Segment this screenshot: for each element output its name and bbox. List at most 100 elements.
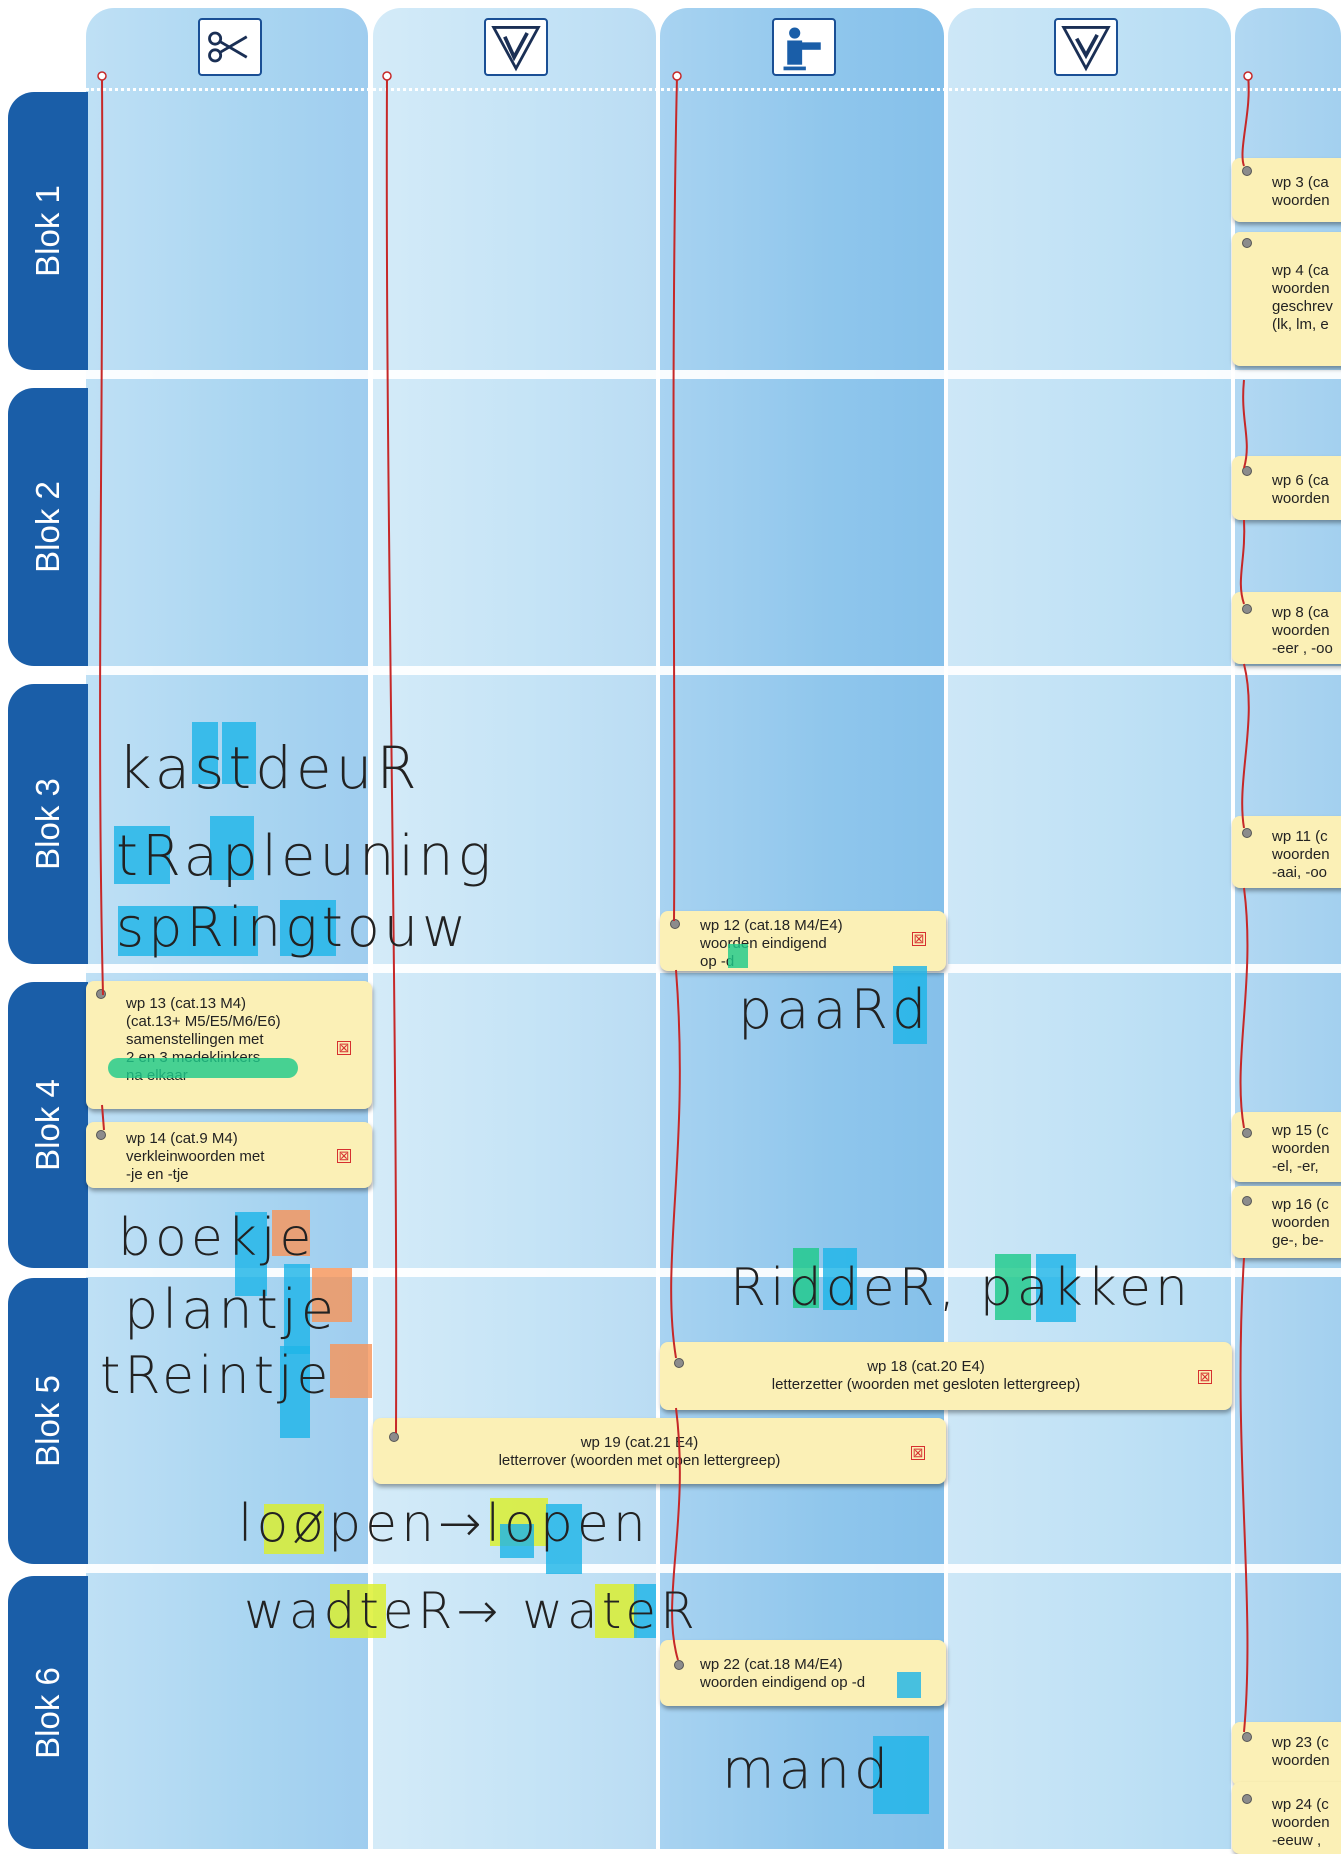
highlight-mark [595, 1584, 637, 1638]
connector-dot [1242, 1732, 1252, 1742]
connector-line-col5 [1241, 75, 1250, 167]
card-wp3[interactable]: wp 3 (ca woorden [1232, 158, 1341, 222]
handwritten-word: spRingtouw [116, 896, 471, 959]
highlight-mark [634, 1584, 656, 1638]
highlight-mark [280, 1346, 310, 1438]
highlight-mark [995, 1254, 1031, 1320]
highlight-mark [284, 1264, 310, 1354]
blok-label: Blok 6 [8, 1576, 88, 1849]
highlight-mark [235, 1212, 267, 1296]
highlight-mark [1036, 1254, 1076, 1322]
connector-dot [96, 1130, 106, 1140]
highlight-mark [893, 966, 927, 1044]
card-wp12[interactable]: wp 12 (cat.18 M4/E4) woorden eindigend o… [660, 911, 946, 971]
connector-dot [1242, 1794, 1252, 1804]
handwritten-word: wadteR→ wateR [244, 1582, 699, 1640]
card-wp13[interactable]: wp 13 (cat.13 M4) (cat.13+ M5/E5/M6/E6) … [86, 981, 372, 1109]
card-text: wp 6 (ca woorden [1272, 472, 1330, 507]
connector-dot [1242, 1196, 1252, 1206]
blok-label: Blok 4 [8, 982, 88, 1268]
blok-label: Blok 3 [8, 684, 88, 964]
header-divider [86, 88, 1341, 91]
card-wp18[interactable]: wp 18 (cat.20 E4) letterzetter (woorden … [660, 1342, 1232, 1410]
card-text: wp 15 (c woorden -el, -er, [1272, 1122, 1330, 1175]
remove-icon[interactable]: ⊠ [911, 1445, 925, 1460]
handwritten-word: paaRd [738, 978, 931, 1041]
remove-icon[interactable]: ⊠ [337, 1040, 351, 1055]
connector-dot [1242, 828, 1252, 838]
remove-icon[interactable]: ⊠ [1198, 1369, 1212, 1384]
connector-line-col2 [385, 75, 398, 1434]
handwritten-word: tRapleuning [116, 824, 496, 889]
highlight-mark [118, 906, 258, 956]
highlight-mark [728, 944, 748, 968]
highlight-mark [330, 1344, 372, 1398]
highlight-mark [264, 1504, 324, 1554]
card-text: wp 11 (c woorden -aai, -oo [1272, 828, 1330, 881]
connector-dot [674, 1358, 684, 1368]
connector-line-col1b [101, 1104, 105, 1131]
connector-dot [1242, 466, 1252, 476]
card-wp4[interactable]: wp 4 (ca woorden geschrev (lk, lm, e [1232, 232, 1341, 366]
connector-dot [96, 989, 106, 999]
remove-icon[interactable]: ⊠ [337, 1148, 351, 1163]
card-text: wp 16 (c woorden ge-, be- [1272, 1196, 1330, 1249]
blok-separator [86, 1564, 1341, 1573]
handwritten-word: loøpen→lopen [238, 1494, 650, 1554]
blok-separator [86, 666, 1341, 675]
highlight-mark [210, 816, 254, 880]
card-text: wp 8 (ca woorden -eer , -oo [1272, 604, 1333, 657]
highlight-mark [500, 1524, 534, 1558]
card-text: wp 18 (cat.20 E4) letterzetter (woorden … [771, 1358, 1081, 1393]
highlight-mark [114, 826, 170, 884]
handwritten-word: mand [722, 1738, 893, 1801]
handwritten-word: kastdeuR [118, 734, 421, 802]
card-text: wp 24 (c woorden -eeuw , [1272, 1796, 1330, 1849]
connector-dot [1242, 1128, 1252, 1138]
card-text: wp 13 (cat.13 M4) (cat.13+ M5/E5/M6/E6) … [126, 995, 281, 1084]
connector-dot [1242, 238, 1252, 248]
handwritten-word: boekje [118, 1208, 316, 1268]
card-wp15[interactable]: wp 15 (c woorden -el, -er, [1232, 1112, 1341, 1182]
scissors-icon [198, 18, 262, 76]
blok-label: Blok 1 [8, 92, 88, 370]
pointing-figure-icon [772, 18, 836, 76]
column-4 [948, 8, 1231, 1849]
connector-line-col3c [671, 1407, 681, 1661]
blok-label: Blok 5 [8, 1278, 88, 1564]
highlight-mark [108, 1058, 298, 1078]
blok-separator [86, 1268, 1341, 1277]
highlight-mark [312, 1268, 352, 1322]
connector-dot [674, 1660, 684, 1670]
checkmark-hammer-icon [1054, 18, 1118, 76]
handwritten-word: tReintje [100, 1346, 333, 1406]
highlight-mark [793, 1248, 819, 1308]
card-wp6[interactable]: wp 6 (ca woorden [1232, 456, 1341, 520]
connector-line-col3b [670, 969, 681, 1359]
checkmark-knife-icon [484, 18, 548, 76]
card-wp8[interactable]: wp 8 (ca woorden -eer , -oo [1232, 592, 1341, 664]
card-wp16[interactable]: wp 16 (c woorden ge-, be- [1232, 1186, 1341, 1258]
card-wp19[interactable]: wp 19 (cat.21 E4) letterrover (woorden m… [373, 1418, 946, 1484]
card-text: wp 3 (ca woorden [1272, 174, 1330, 209]
card-text: wp 23 (c woorden [1272, 1734, 1330, 1769]
connector-dot [1242, 166, 1252, 176]
highlight-mark [873, 1736, 929, 1814]
blok-separator [86, 370, 1341, 379]
highlight-mark [897, 1672, 921, 1698]
card-wp24[interactable]: wp 24 (c woorden -eeuw , [1232, 1782, 1341, 1854]
card-wp14[interactable]: wp 14 (cat.9 M4) verkleinwoorden met -je… [86, 1122, 372, 1188]
handwritten-word: RiddeR, pakken [730, 1258, 1192, 1318]
card-text: wp 14 (cat.9 M4) verkleinwoorden met -je… [126, 1130, 265, 1183]
connector-line-col1 [99, 75, 104, 996]
card-wp23[interactable]: wp 23 (c woorden [1232, 1722, 1341, 1786]
card-text: wp 4 (ca woorden geschrev (lk, lm, e [1272, 262, 1333, 333]
remove-icon[interactable]: ⊠ [912, 931, 926, 946]
highlight-mark [330, 1584, 386, 1638]
card-text: wp 22 (cat.18 M4/E4) woorden eindigend o… [700, 1656, 866, 1691]
highlight-mark [280, 900, 336, 956]
card-wp11[interactable]: wp 11 (c woorden -aai, -oo [1232, 816, 1341, 888]
highlight-mark [823, 1248, 857, 1310]
highlight-mark [546, 1504, 582, 1574]
